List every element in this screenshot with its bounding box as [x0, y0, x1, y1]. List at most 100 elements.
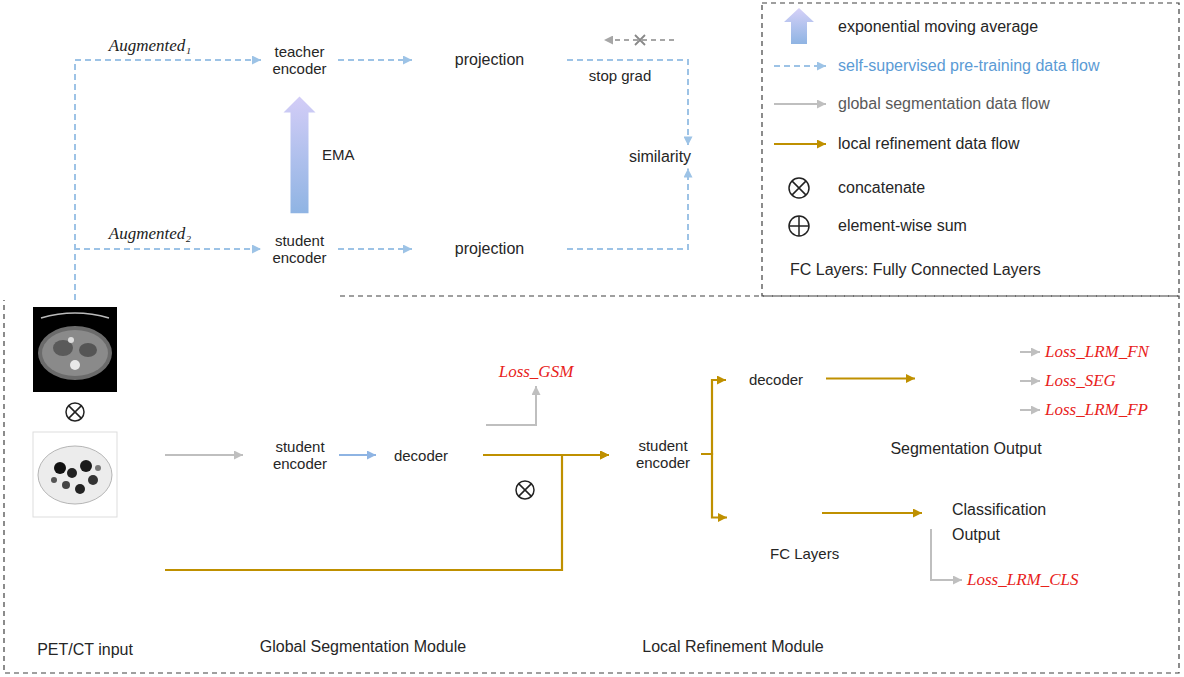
segmentation-image — [915, 327, 1017, 430]
concat-circle — [516, 481, 534, 499]
loss-label: Loss_LRM_FN — [1045, 342, 1149, 362]
image-background — [915, 327, 1017, 430]
flow-connector — [165, 455, 609, 570]
edge-label: Augmented₂ — [109, 224, 191, 244]
encoder-block: student encoder — [625, 388, 701, 520]
loss-leader — [1020, 409, 1040, 411]
projection-box: projection — [412, 231, 567, 267]
trapezoid-fill — [625, 388, 701, 520]
trapezoid-fill — [261, 17, 338, 103]
pet-background — [33, 432, 117, 517]
classification-box — [922, 500, 940, 526]
encoder-block: student encoder — [261, 363, 339, 547]
legend-text: global segmentation data flow — [838, 94, 1050, 113]
ct-table — [41, 313, 109, 318]
panel-shape — [5, 300, 165, 668]
stop-grad-arrow — [604, 35, 674, 45]
pet-uptake — [54, 462, 66, 474]
lesion-mask — [966, 370, 970, 374]
decoder-block: decoder — [376, 365, 466, 546]
legend-text: element-wise sum — [838, 216, 967, 235]
edge-label: EMA — [322, 146, 355, 164]
class-cell — [923, 501, 940, 526]
node-text: teacher encoder — [265, 43, 334, 78]
ct-organ — [79, 343, 97, 357]
ct-organ — [68, 337, 74, 343]
flow-connector — [75, 60, 261, 300]
flow-connector — [701, 380, 726, 454]
legend-frame — [762, 3, 1179, 296]
pet-uptake — [75, 484, 85, 494]
legend-note: FC Layers: Fully Connected Layers — [790, 260, 1041, 279]
decoder-block: decoder — [726, 325, 826, 435]
ct-background — [33, 307, 117, 392]
node-text: FC Layers — [770, 545, 839, 563]
node-text: student encoder — [265, 438, 335, 473]
pet-uptake — [67, 468, 77, 478]
module-panel: student encoderdecoderFC LayersLocal Ref… — [609, 310, 857, 577]
node-text: student encoder — [629, 437, 697, 472]
loss-label: Loss_LRM_CLS — [967, 570, 1078, 590]
loss-label: Loss_LRM_FP — [1045, 400, 1148, 420]
encoder-block: student encoder — [261, 207, 338, 291]
edge-label: Augmented₁ — [109, 36, 191, 56]
concat-cross — [69, 406, 82, 419]
class-divider — [923, 513, 940, 514]
ct-body — [38, 326, 112, 380]
region-frame — [4, 296, 1179, 673]
loss-leader — [1020, 351, 1040, 353]
ct-image — [33, 307, 117, 392]
flow-connector — [75, 249, 261, 300]
global-flow-sample — [774, 103, 826, 105]
projection-box: projection — [412, 42, 567, 78]
node-text: decoder — [394, 447, 448, 464]
pet-image — [33, 432, 117, 517]
concat-cross — [519, 484, 532, 497]
input-panel: PET/CT input — [5, 300, 165, 668]
flow-connector — [165, 454, 243, 456]
flow-connector — [338, 248, 412, 250]
note-label: stop grad — [589, 67, 652, 85]
pretrain-flow-sample — [774, 65, 826, 67]
lesion-mask — [954, 366, 961, 373]
panel-outline — [6, 301, 165, 668]
box-outline — [413, 43, 567, 78]
node-text: PET/CT input — [37, 640, 133, 659]
flow-connector — [701, 454, 727, 518]
local-flow-sample — [774, 143, 826, 145]
fc-bar — [728, 468, 750, 568]
panel-outline — [610, 311, 857, 577]
node-text: Segmentation Output — [890, 439, 1041, 458]
pet-uptake — [51, 477, 57, 483]
fc-bar — [801, 498, 822, 530]
concat-symbol — [66, 403, 84, 421]
flow-connector — [567, 60, 688, 145]
flow-connector — [826, 377, 915, 379]
classification-output: Classification Output — [922, 500, 940, 526]
concat-circle — [789, 178, 809, 198]
trapezoid-fill — [376, 365, 466, 546]
node-text: projection — [455, 51, 524, 69]
legend-samples — [774, 8, 826, 236]
node-text: decoder — [749, 371, 803, 388]
module-panel: student encoderdecoderGlobal Segmentatio… — [243, 347, 483, 563]
node-text: Classification Output — [952, 497, 1082, 547]
trapezoid-fill — [261, 207, 338, 291]
concat-cross — [792, 181, 806, 195]
flow-connector — [822, 512, 922, 514]
loss-label: Loss_GSM — [499, 362, 574, 382]
trapezoid-fill — [261, 363, 339, 547]
node-text: student encoder — [265, 232, 334, 267]
flow-connector — [338, 59, 412, 61]
sum-plus — [789, 216, 809, 236]
node-text: Global Segmentation Module — [260, 637, 466, 656]
node-text: projection — [455, 240, 524, 258]
lesion-mask — [959, 372, 964, 377]
encoder-block: teacher encoder — [261, 17, 338, 103]
flow-connector — [567, 169, 688, 249]
box-outline — [413, 232, 567, 267]
pet-uptake — [62, 481, 70, 489]
sum-circle — [789, 216, 809, 236]
flow-connector — [339, 454, 376, 456]
